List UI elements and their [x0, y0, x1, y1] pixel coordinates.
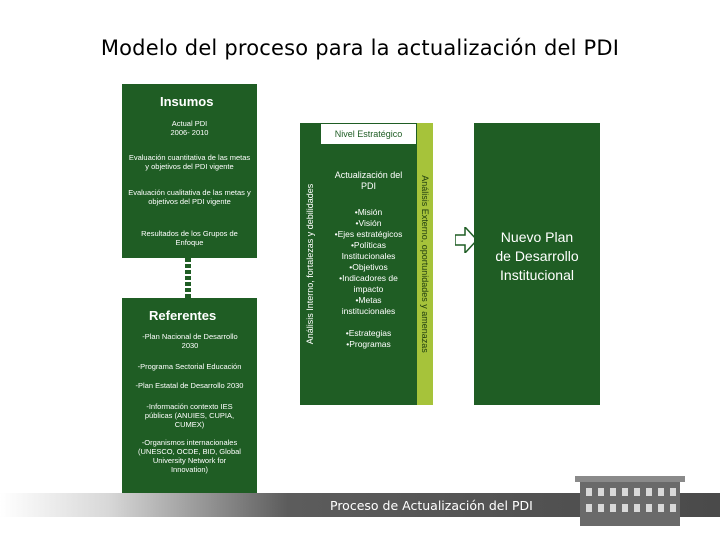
- building-logo-icon: [575, 476, 685, 526]
- insumos-heading: Insumos: [160, 94, 214, 109]
- referente-item: -Plan Nacional de Desarrollo 2030: [142, 332, 238, 350]
- insumos-panel: Insumos Actual PDI 2006- 2010 Evaluación…: [122, 84, 257, 258]
- footer-title: Proceso de Actualización del PDI: [330, 498, 533, 513]
- strategic-item: •Programas: [346, 339, 391, 349]
- referentes-panel: Referentes -Plan Nacional de Desarrollo …: [122, 298, 257, 495]
- strategic-item: •Ejes estratégicos: [334, 229, 403, 239]
- strategic-item: •Visión: [355, 218, 382, 228]
- insumo-item: Resultados de los Grupos de Enfoque: [141, 229, 238, 247]
- strategic-item: •Metas institucionales: [341, 295, 396, 316]
- new-plan-panel: Nuevo Plan de Desarrollo Institucional: [474, 123, 600, 405]
- referentes-heading: Referentes: [149, 308, 217, 323]
- referente-item: -Organismos internacionales (UNESCO, OCD…: [138, 438, 241, 474]
- new-plan-label: Nuevo Plan de Desarrollo Institucional: [495, 229, 579, 283]
- strategic-item: •Estrategias: [345, 328, 392, 338]
- dotted-connector: [185, 258, 191, 298]
- internal-analysis-bar: Análisis Interno, fortalezas y debilidad…: [300, 123, 320, 405]
- strategic-level-panel: [320, 123, 417, 405]
- internal-analysis-label: Análisis Interno, fortalezas y debilidad…: [305, 183, 315, 345]
- insumo-item: Evaluación cuantitativa de las metas y o…: [128, 153, 251, 171]
- external-analysis-bar: Análisis Externo, oportunidades y amenaz…: [417, 123, 433, 405]
- strategic-level-label: Nivel Estratégico: [320, 123, 417, 145]
- strategic-item: •Objetivos: [349, 262, 388, 272]
- referente-item: -Programa Sectorial Educación: [137, 362, 242, 371]
- strategic-item: •Misión: [354, 207, 383, 217]
- update-pdi-heading: Actualización del PDI: [334, 170, 403, 191]
- page-title: Modelo del proceso para la actualización…: [100, 36, 620, 60]
- insumo-item: Evaluación cualitativa de las metas y ob…: [128, 188, 251, 206]
- referente-item: -Plan Estatal de Desarrollo 2030: [135, 381, 244, 390]
- external-analysis-label: Análisis Externo, oportunidades y amenaz…: [420, 175, 430, 353]
- insumo-item: Actual PDI 2006- 2010: [170, 119, 209, 137]
- strategic-item: •Políticas Institucionales: [341, 240, 396, 261]
- arrow-right-icon: [455, 227, 477, 253]
- strategic-item: •Indicadores de impacto: [339, 273, 398, 294]
- referente-item: -Información contexto IES públicas (ANUI…: [144, 402, 235, 429]
